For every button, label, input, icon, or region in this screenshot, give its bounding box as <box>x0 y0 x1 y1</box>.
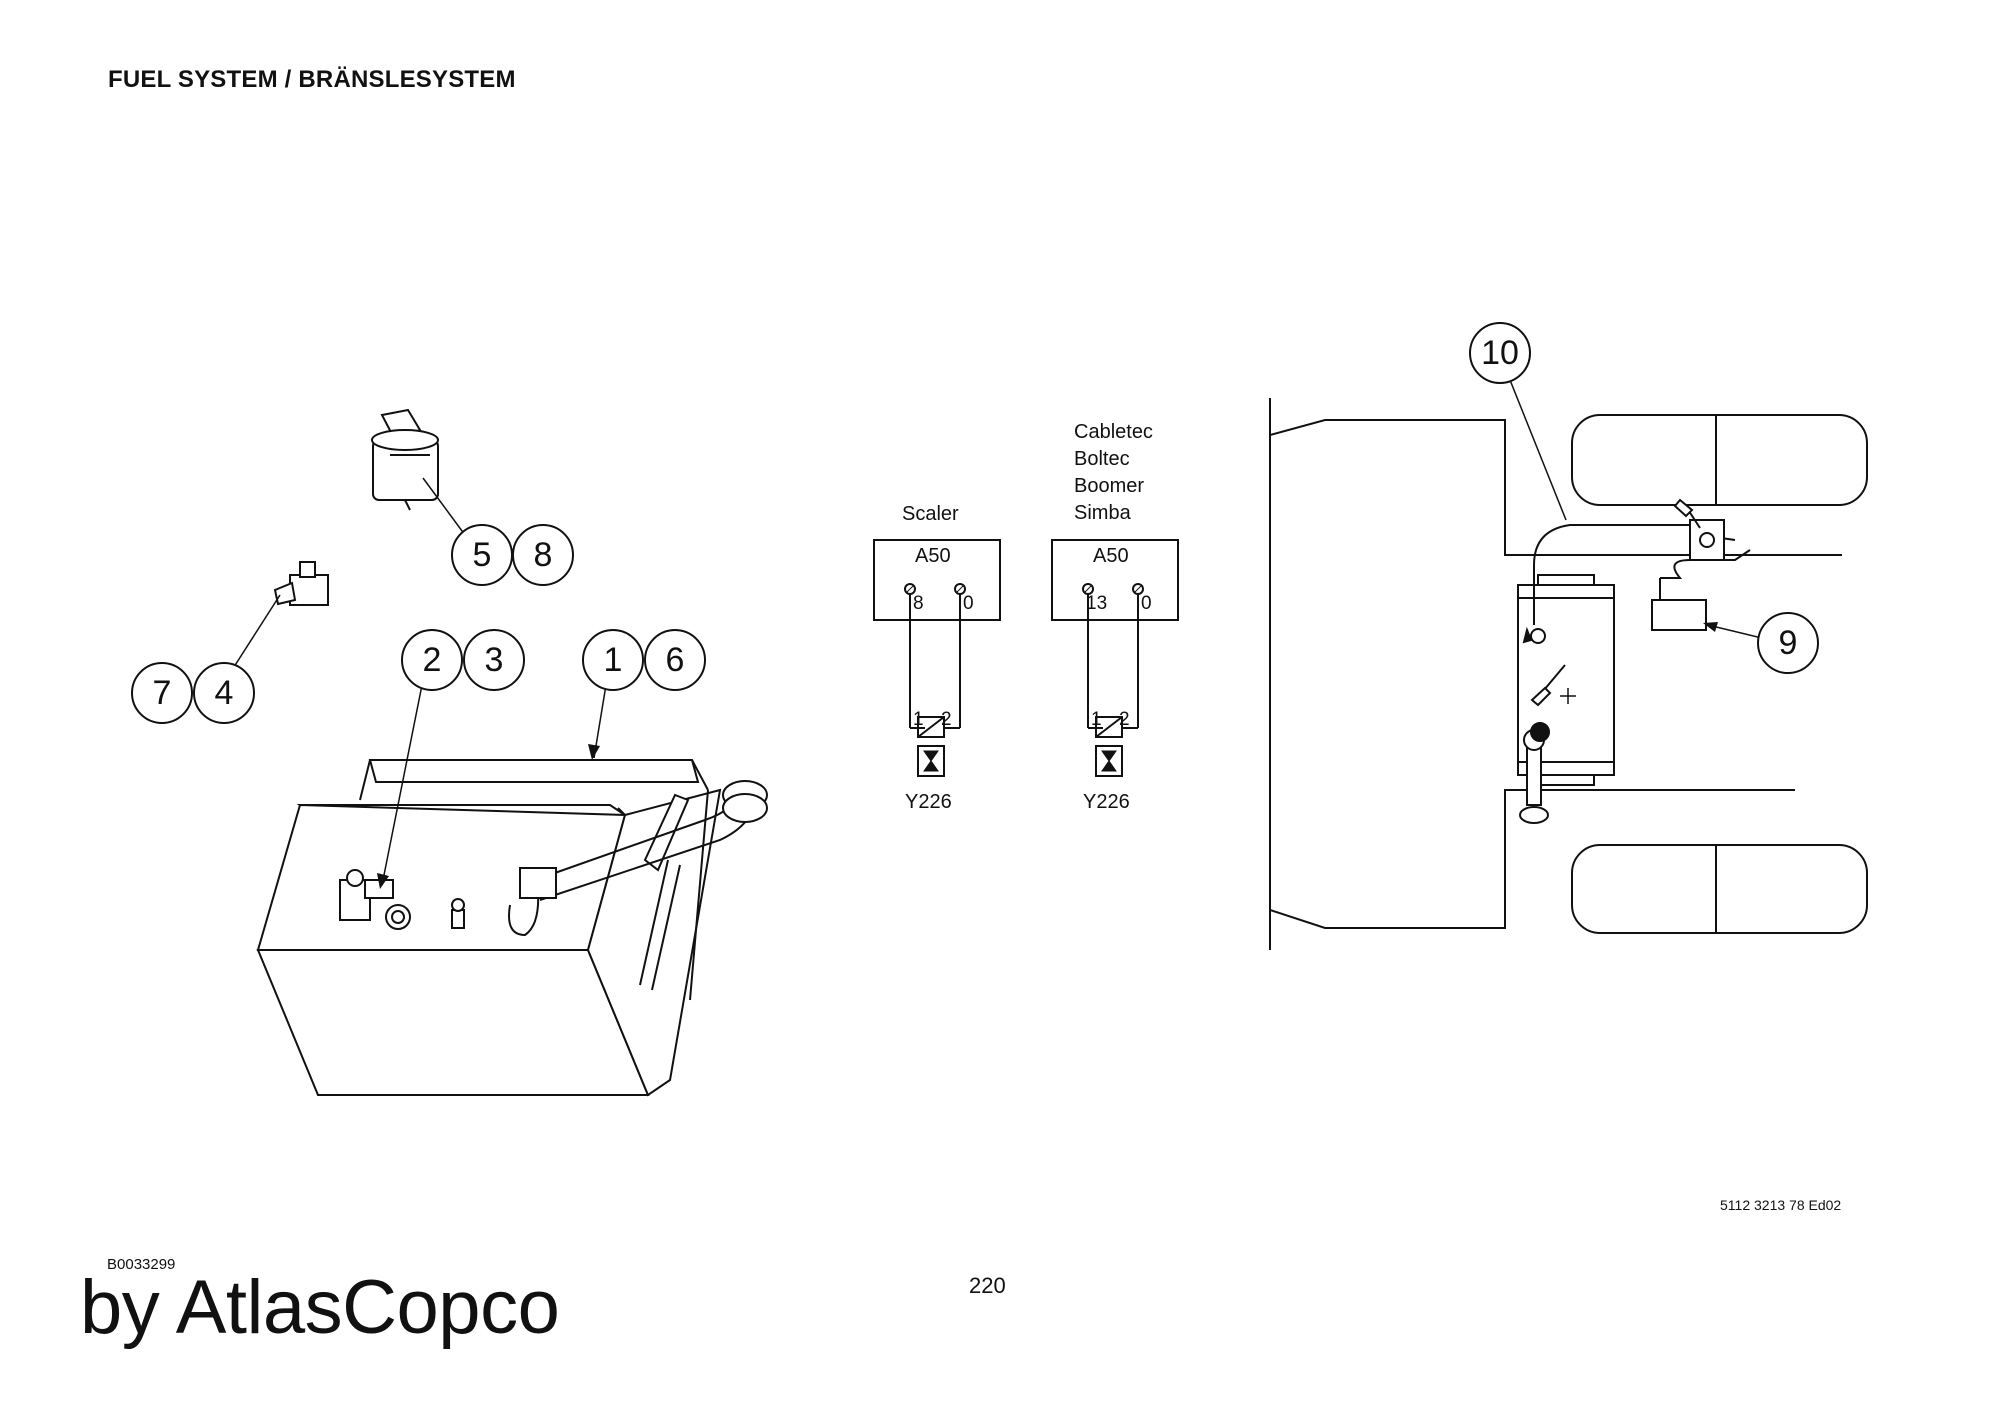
balloon-9-label: 9 <box>1779 624 1798 662</box>
schematic-right-category-2: Boltec <box>1074 448 1130 470</box>
schematic-left-valve: Y226 <box>905 791 952 813</box>
schematic-right-pin-2: 2 <box>1119 709 1130 730</box>
schematic-left-pin-1: 1 <box>913 709 924 730</box>
balloon-10-label: 10 <box>1481 334 1519 372</box>
schematic-right-valve: Y226 <box>1083 791 1130 813</box>
balloon-1 <box>582 629 644 691</box>
balloon-4 <box>193 662 255 724</box>
schematic-left-terminal-b: 0 <box>963 593 974 614</box>
balloon-2 <box>401 629 463 691</box>
fuel-tank-drawing <box>256 759 768 1097</box>
schematic-right-category-4: Simba <box>1074 502 1132 524</box>
schematic-right-category-1: Cabletec <box>1074 421 1153 443</box>
schematic-right-category-3: Boomer <box>1074 475 1144 497</box>
balloon-6 <box>644 629 706 691</box>
schematic-right-pin-1: 1 <box>1091 709 1102 730</box>
fuel-level-sensor-drawing <box>339 869 411 930</box>
brand-footer: by AtlasCopco <box>80 1265 560 1350</box>
schematic-right-terminal-b: 0 <box>1141 593 1152 614</box>
schematic-right-controller: A50 <box>1093 545 1129 567</box>
balloon-3-label: 3 <box>485 641 504 679</box>
balloon-6-label: 6 <box>666 641 685 679</box>
schematic-left-terminal-a: 8 <box>913 593 924 614</box>
balloon-8-label: 8 <box>534 536 553 574</box>
schematic-left <box>873 539 1001 777</box>
balloon-8 <box>512 524 574 586</box>
balloon-10 <box>1469 322 1531 384</box>
schematic-left-pin-2: 2 <box>941 709 952 730</box>
balloon-2-label: 2 <box>423 641 442 679</box>
balloon-4-label: 4 <box>215 674 234 712</box>
schematic-right-terminal-a: 13 <box>1086 593 1107 614</box>
balloon-7-label: 7 <box>153 674 172 712</box>
schematic-right <box>1051 539 1179 777</box>
page-title: FUEL SYSTEM / BRÄNSLESYSTEM <box>108 66 516 93</box>
balloon-1-label: 1 <box>604 641 623 679</box>
document-reference: 5112 3213 78 Ed02 <box>1720 1197 1842 1213</box>
fuel-pump-drawing <box>371 408 439 511</box>
machine-top-view-drawing <box>1269 398 1868 950</box>
schematic-left-controller: A50 <box>915 545 951 567</box>
page-number: 220 <box>969 1273 1006 1298</box>
balloon-3 <box>463 629 525 691</box>
balloon-9 <box>1757 612 1819 674</box>
document-code: B0033299 <box>107 1256 176 1273</box>
shutoff-valve-drawing <box>273 561 329 606</box>
schematic-left-category: Scaler <box>902 503 959 525</box>
balloon-7 <box>131 662 193 724</box>
balloon-5-label: 5 <box>473 536 492 574</box>
